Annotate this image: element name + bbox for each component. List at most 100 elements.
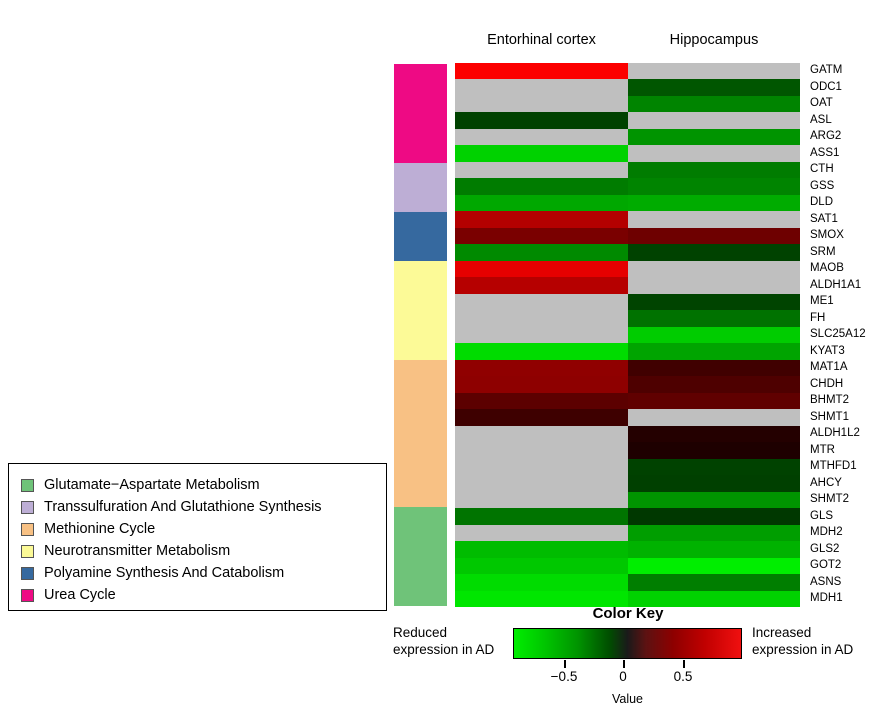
color-key-tick: [564, 660, 566, 668]
color-key-right-note: Increased expression in AD: [752, 625, 854, 657]
heatmap-row: [455, 524, 800, 542]
pathway-legend-item: Neurotransmitter Metabolism: [21, 540, 386, 562]
gene-row-label: GATM: [810, 64, 843, 77]
heatmap-cell: [628, 310, 800, 327]
pathway-legend-item: Polyamine Synthesis And Catabolism: [21, 562, 386, 584]
heatmap-cell: [628, 293, 800, 311]
heatmap-cell: [628, 227, 800, 245]
heatmap-cell: [455, 293, 629, 311]
gene-row-label: ARG2: [810, 130, 842, 143]
pathway-legend-label: Glutamate−Aspartate Metabolism: [44, 477, 260, 493]
heatmap-row: [455, 458, 800, 476]
heatmap-cell: [628, 458, 800, 476]
gene-row-label: CTH: [810, 163, 834, 176]
pathway-legend-label: Polyamine Synthesis And Catabolism: [44, 565, 285, 581]
heatmap-cell: [628, 161, 800, 179]
heatmap-cell: [455, 326, 629, 344]
heatmap-cell: [628, 63, 800, 80]
color-key-left-note: Reduced expression in AD: [393, 625, 495, 657]
pathway-legend-swatch: [21, 478, 34, 492]
heatmap-cell: [628, 128, 800, 146]
pathway-legend-item: Glutamate−Aspartate Metabolism: [21, 474, 386, 496]
gene-row-label: MTR: [810, 443, 835, 456]
heatmap-cell: [455, 491, 629, 509]
heatmap-cell: [455, 145, 629, 162]
heatmap-cell: [455, 260, 629, 278]
heatmap-cell: [628, 392, 800, 410]
gene-row-label: SLC25A12: [810, 328, 866, 341]
heatmap-cell: [455, 359, 629, 377]
color-key-tick: [683, 660, 685, 668]
heatmap-cell: [455, 310, 629, 327]
color-key-axis-label: Value: [611, 692, 644, 706]
heatmap-cell: [628, 574, 800, 591]
pathway-annotation-block: [394, 359, 447, 508]
heatmap-row: [455, 326, 800, 344]
heatmap-cell: [455, 128, 629, 146]
heatmap-cell: [455, 458, 629, 476]
gene-row-label: GLS: [810, 509, 834, 522]
pathway-legend-item: Methionine Cycle: [21, 518, 386, 540]
color-key-tick-label: 0.5: [673, 669, 693, 684]
heatmap-cell: [628, 194, 800, 212]
gene-row-label: GSS: [810, 179, 835, 192]
heatmap-cell: [455, 63, 629, 80]
color-key-gradient-bar: [513, 628, 742, 659]
heatmap-cell: [628, 211, 800, 228]
heatmap-cell: [628, 277, 800, 294]
gene-row-label: CHDH: [810, 377, 844, 390]
pathway-legend-swatch: [21, 522, 34, 536]
gene-row-label: SAT1: [810, 212, 838, 225]
heatmap-cell: [455, 557, 629, 575]
pathway-legend-swatch: [21, 588, 34, 602]
heatmap-cell: [628, 326, 800, 344]
gene-row-label: DLD: [810, 196, 834, 209]
heatmap-row: [455, 112, 800, 129]
heatmap-row: [455, 557, 800, 575]
heatmap-cell: [628, 524, 800, 542]
gene-row-label: KYAT3: [810, 344, 845, 357]
gene-row-label: FH: [810, 311, 826, 324]
heatmap-cell: [628, 557, 800, 575]
heatmap-cell: [628, 376, 800, 393]
heatmap-cell: [628, 409, 800, 426]
heatmap-cell: [455, 343, 629, 360]
heatmap-row: [455, 392, 800, 410]
heatmap-cell: [628, 359, 800, 377]
heatmap-cell: [455, 277, 629, 294]
gene-row-label: BHMT2: [810, 394, 849, 407]
gene-row-label: MAOB: [810, 262, 844, 275]
heatmap-cell: [455, 227, 629, 245]
heatmap-cell: [628, 475, 800, 492]
heatmap-row: [455, 293, 800, 311]
heatmap-row: [455, 343, 800, 360]
gene-row-label: SHMT1: [810, 410, 849, 423]
heatmap-cell: [455, 79, 629, 96]
heatmap-cell: [455, 194, 629, 212]
heatmap-row: [455, 425, 800, 443]
heatmap-row: [455, 63, 800, 80]
heatmap-cell: [455, 508, 629, 525]
heatmap-cell: [455, 425, 629, 443]
heatmap-row: [455, 310, 800, 327]
heatmap-row: [455, 79, 800, 96]
heatmap-cell: [455, 541, 629, 558]
color-key-tick-label: −0.5: [550, 669, 578, 684]
pathway-legend-item: Transsulfuration And Glutathione Synthes…: [21, 496, 386, 518]
heatmap-row: [455, 574, 800, 591]
color-key-title: Color Key: [592, 605, 664, 622]
heatmap-cell: [455, 178, 629, 195]
heatmap-row: [455, 227, 800, 245]
heatmap-row: [455, 376, 800, 393]
heatmap-row: [455, 194, 800, 212]
heatmap-row: [455, 128, 800, 146]
heatmap-cell: [455, 376, 629, 393]
pathway-legend-swatch: [21, 544, 34, 558]
heatmap-row: [455, 178, 800, 195]
pathway-annotation-block: [394, 507, 447, 606]
heatmap-row: [455, 508, 800, 525]
gene-row-label: OAT: [810, 97, 833, 110]
